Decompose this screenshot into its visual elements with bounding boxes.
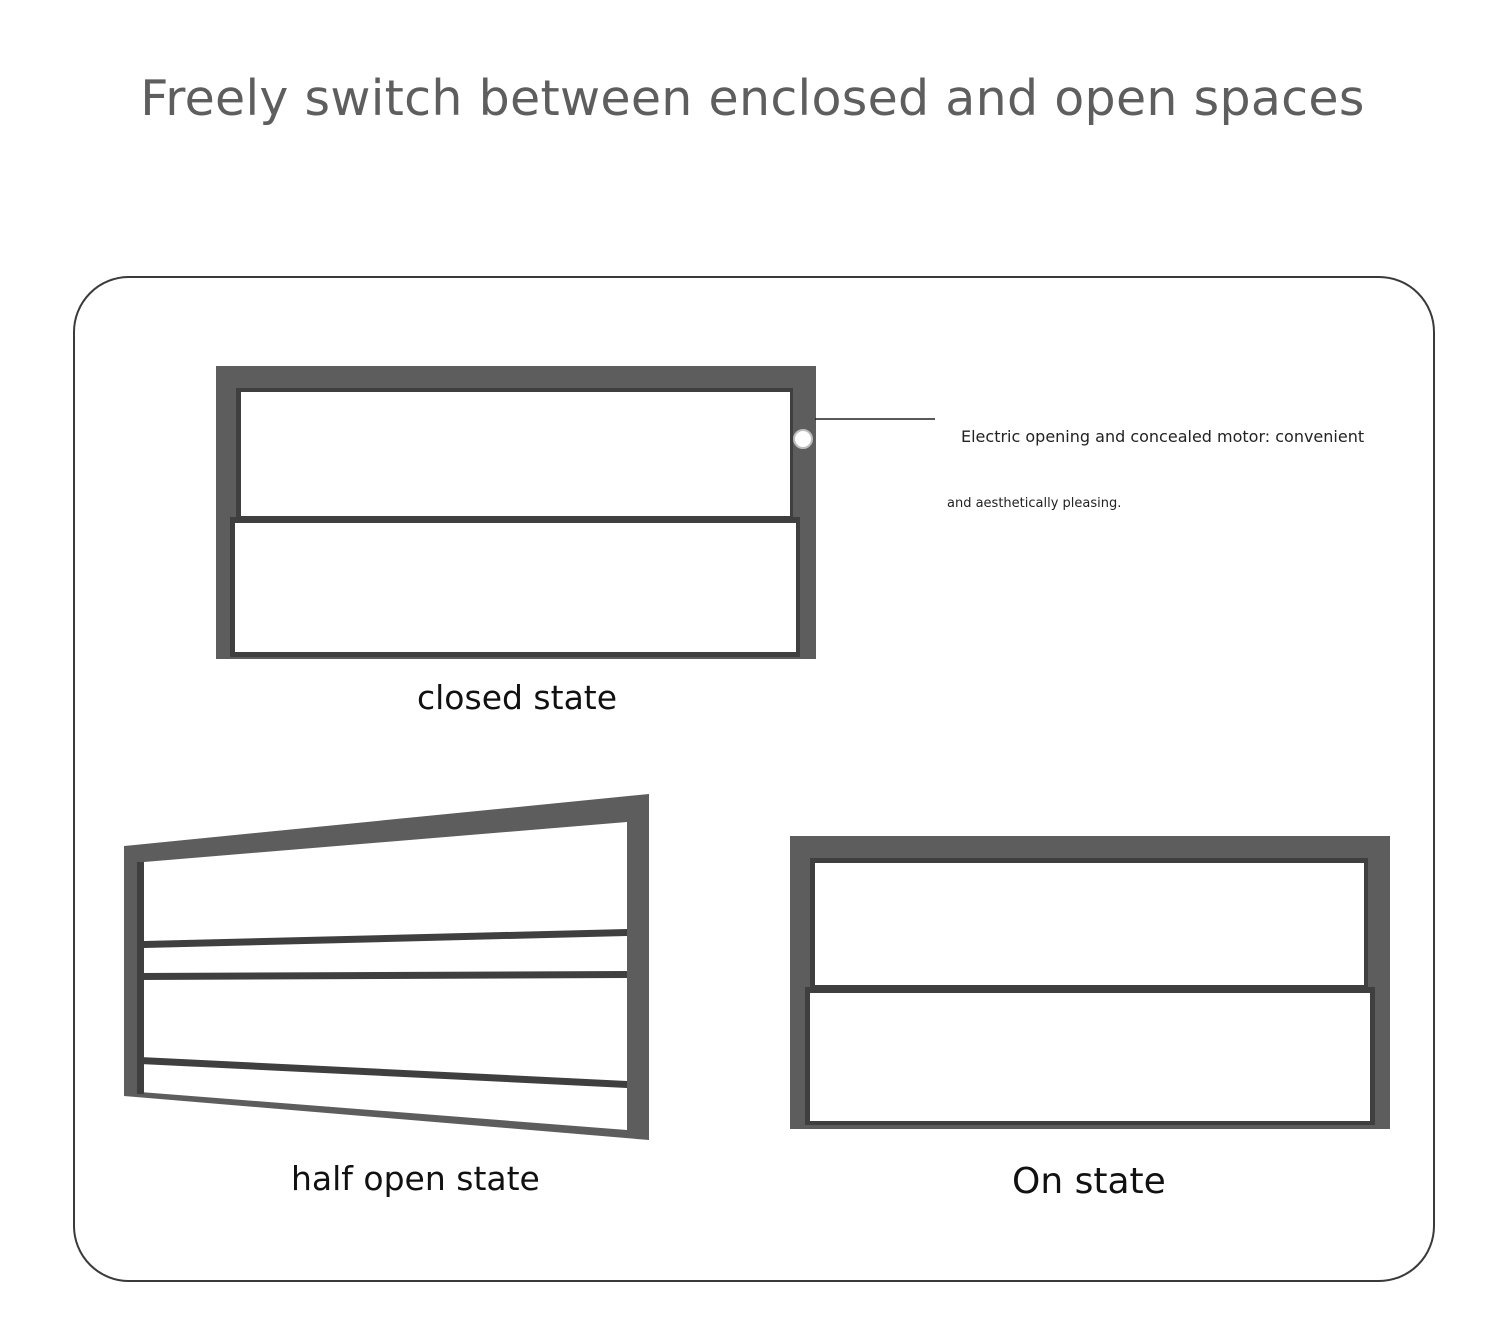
on-lower-glass <box>810 993 1370 1121</box>
on-state-window <box>790 836 1390 1129</box>
page-title: Freely switch between enclosed and open … <box>140 70 1365 127</box>
caption-on-state: On state <box>1012 1161 1166 1202</box>
half-open-middle-rail <box>138 971 627 980</box>
closed-upper-glass <box>241 392 790 516</box>
half-open-upper-sash-rail <box>144 929 627 948</box>
motor-indicator-dot <box>793 429 813 449</box>
caption-half-open-state: half open state <box>291 1159 540 1198</box>
half-open-state-window <box>124 794 649 1140</box>
caption-closed-state: closed state <box>417 678 618 717</box>
callout-text-line2: and aesthetically pleasing. <box>947 496 1122 511</box>
half-open-lower-rail <box>140 1057 627 1088</box>
on-upper-glass <box>815 863 1364 985</box>
half-open-left-jamb <box>137 862 144 1094</box>
closed-state-window <box>216 366 935 659</box>
callout-text-line1: Electric opening and concealed motor: co… <box>961 427 1365 446</box>
diagram-panel <box>73 276 1435 1282</box>
closed-lower-glass <box>235 523 796 652</box>
